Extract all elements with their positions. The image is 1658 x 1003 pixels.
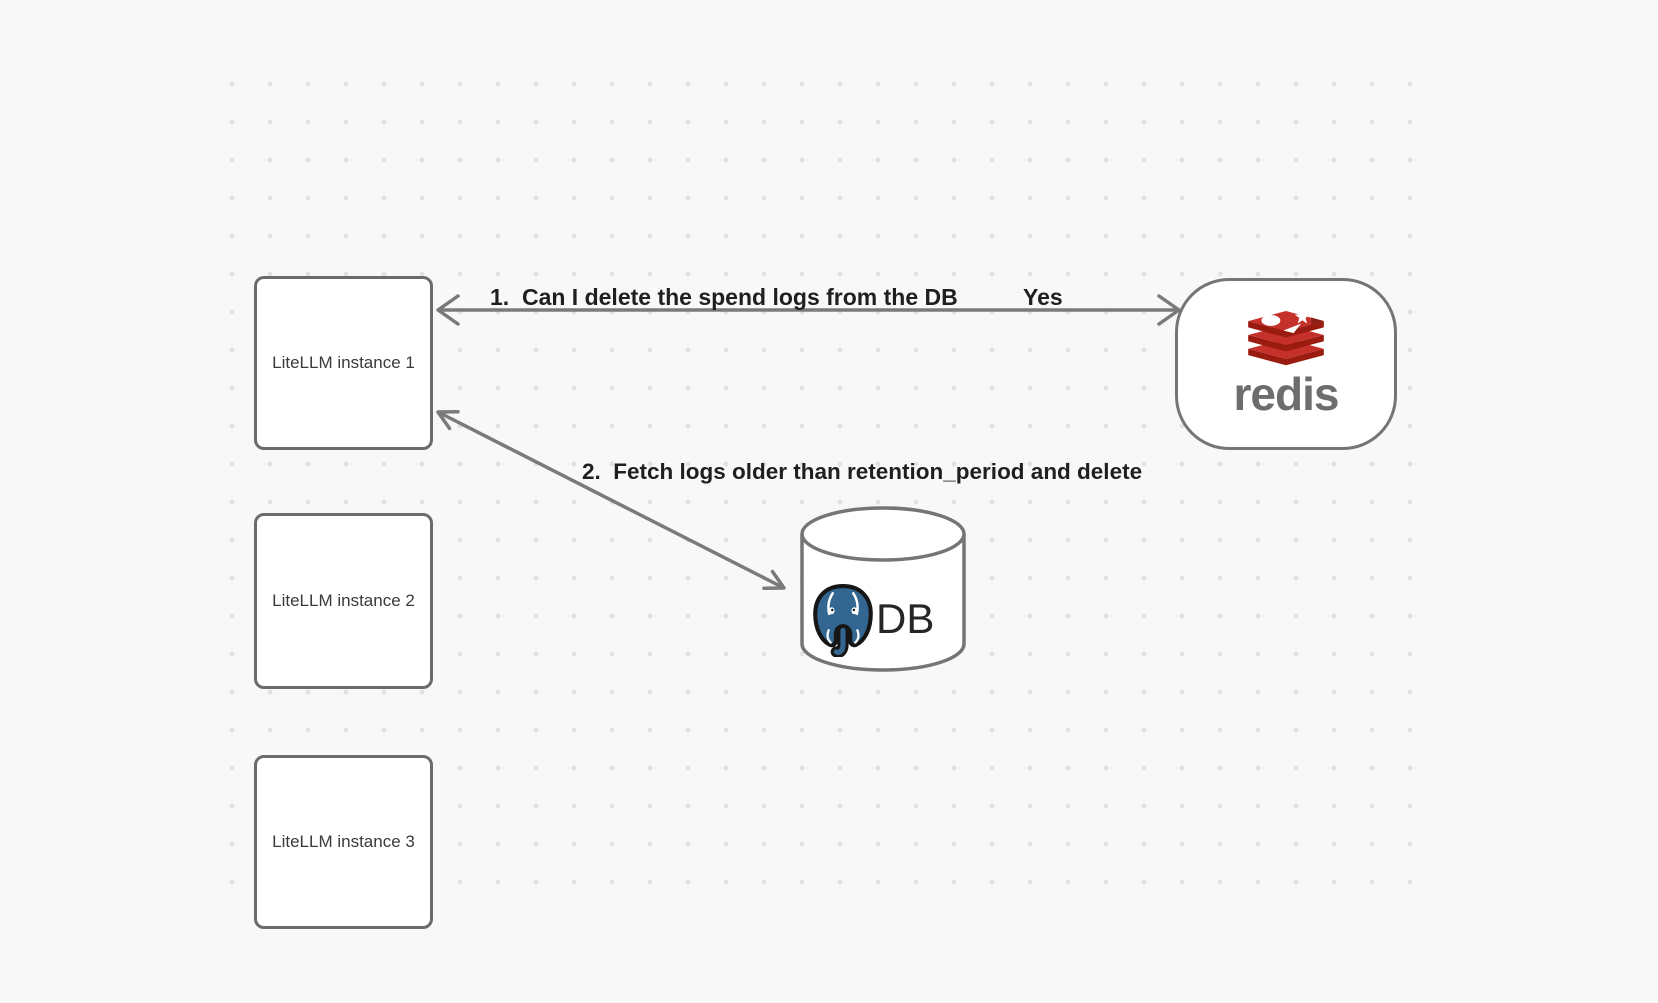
redis-logo-icon — [1248, 311, 1324, 366]
litellm-instance-2-node[interactable]: LiteLLM instance 2 — [254, 513, 433, 689]
db-label: DB — [876, 595, 935, 642]
litellm-instance-3-label: LiteLLM instance 3 — [272, 832, 415, 851]
edge1-label[interactable]: 1. Can I delete the spend logs from the … — [490, 284, 958, 310]
redis-node[interactable]: redis — [1175, 278, 1397, 450]
edge1-answer-label[interactable]: Yes — [1023, 284, 1063, 310]
postgresql-elephant-icon — [813, 584, 873, 657]
litellm-instance-1-label: LiteLLM instance 1 — [272, 353, 415, 372]
litellm-instance-3-node[interactable]: LiteLLM instance 3 — [254, 755, 433, 929]
litellm-instance-1-node[interactable]: LiteLLM instance 1 — [254, 276, 433, 450]
litellm-instance-2-label: LiteLLM instance 2 — [272, 591, 415, 610]
edge2-label[interactable]: 2. Fetch logs older than retention_perio… — [582, 459, 1143, 484]
redis-wordmark: redis — [1233, 368, 1340, 420]
